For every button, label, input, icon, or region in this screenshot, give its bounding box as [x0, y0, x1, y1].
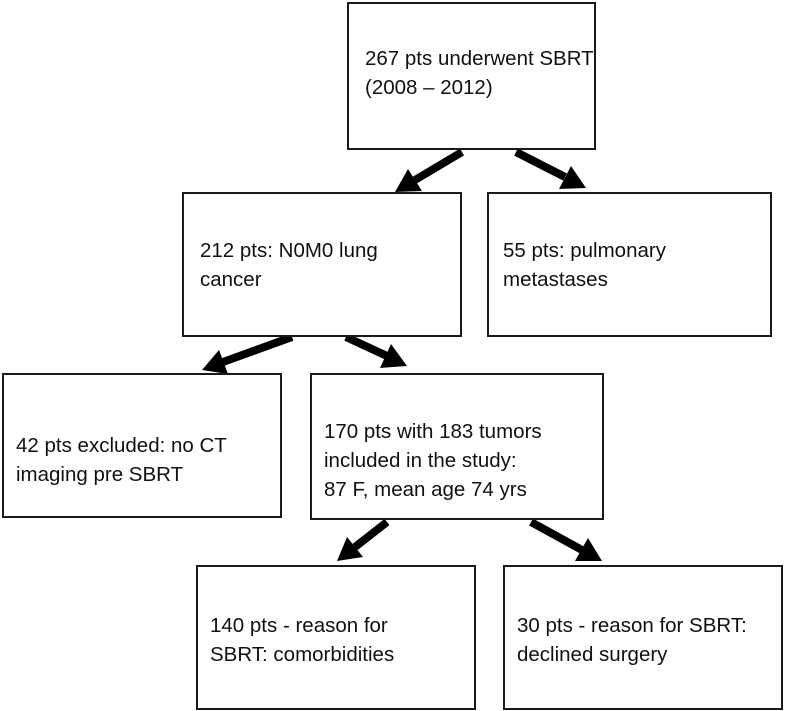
- box-lung-cancer: 212 pts: N0M0 lung cancer: [182, 192, 462, 337]
- box-comorbidities: 140 pts - reason for SBRT: comorbidities: [196, 565, 476, 710]
- arrow-included-to-declined: [529, 518, 602, 561]
- box-excluded-line2: imaging pre SBRT: [16, 463, 184, 486]
- box-total-line1: 267 pts underwent SBRT: [365, 47, 594, 70]
- box-comorbidities-line2: SBRT: comorbidities: [210, 643, 395, 666]
- box-excluded-line1: 42 pts excluded: no CT: [16, 434, 227, 457]
- box-metastases-line1: 55 pts: pulmonary: [503, 239, 666, 262]
- arrow-root-to-lung: [395, 148, 465, 192]
- box-included-line3: 87 F, mean age 74 yrs: [324, 478, 527, 501]
- arrow-lung-to-excluded: [202, 333, 294, 374]
- box-pulmonary-metastases: 55 pts: pulmonary metastases: [487, 192, 772, 337]
- box-included-line1: 170 pts with 183 tumors: [324, 420, 542, 443]
- arrow-included-to-comorbidities: [337, 518, 390, 561]
- box-included-line2: included in the study:: [324, 449, 517, 472]
- box-total-pts: 267 pts underwent SBRT (2008 – 2012): [347, 2, 596, 150]
- box-excluded: 42 pts excluded: no CT imaging pre SBRT: [2, 373, 282, 518]
- box-metastases-line2: metastases: [503, 268, 608, 291]
- box-lung-line1: 212 pts: N0M0 lung: [200, 239, 378, 262]
- arrow-lung-to-included: [344, 333, 407, 368]
- box-included: 170 pts with 183 tumors included in the …: [310, 373, 604, 520]
- box-total-line2: (2008 – 2012): [365, 76, 493, 99]
- box-declined-line2: declined surgery: [517, 643, 668, 666]
- arrow-root-to-metastases: [514, 148, 586, 189]
- box-declined-line1: 30 pts - reason for SBRT:: [517, 614, 747, 637]
- box-comorbidities-line1: 140 pts - reason for: [210, 614, 388, 637]
- box-declined-surgery: 30 pts - reason for SBRT: declined surge…: [503, 565, 783, 710]
- box-lung-line2: cancer: [200, 268, 262, 291]
